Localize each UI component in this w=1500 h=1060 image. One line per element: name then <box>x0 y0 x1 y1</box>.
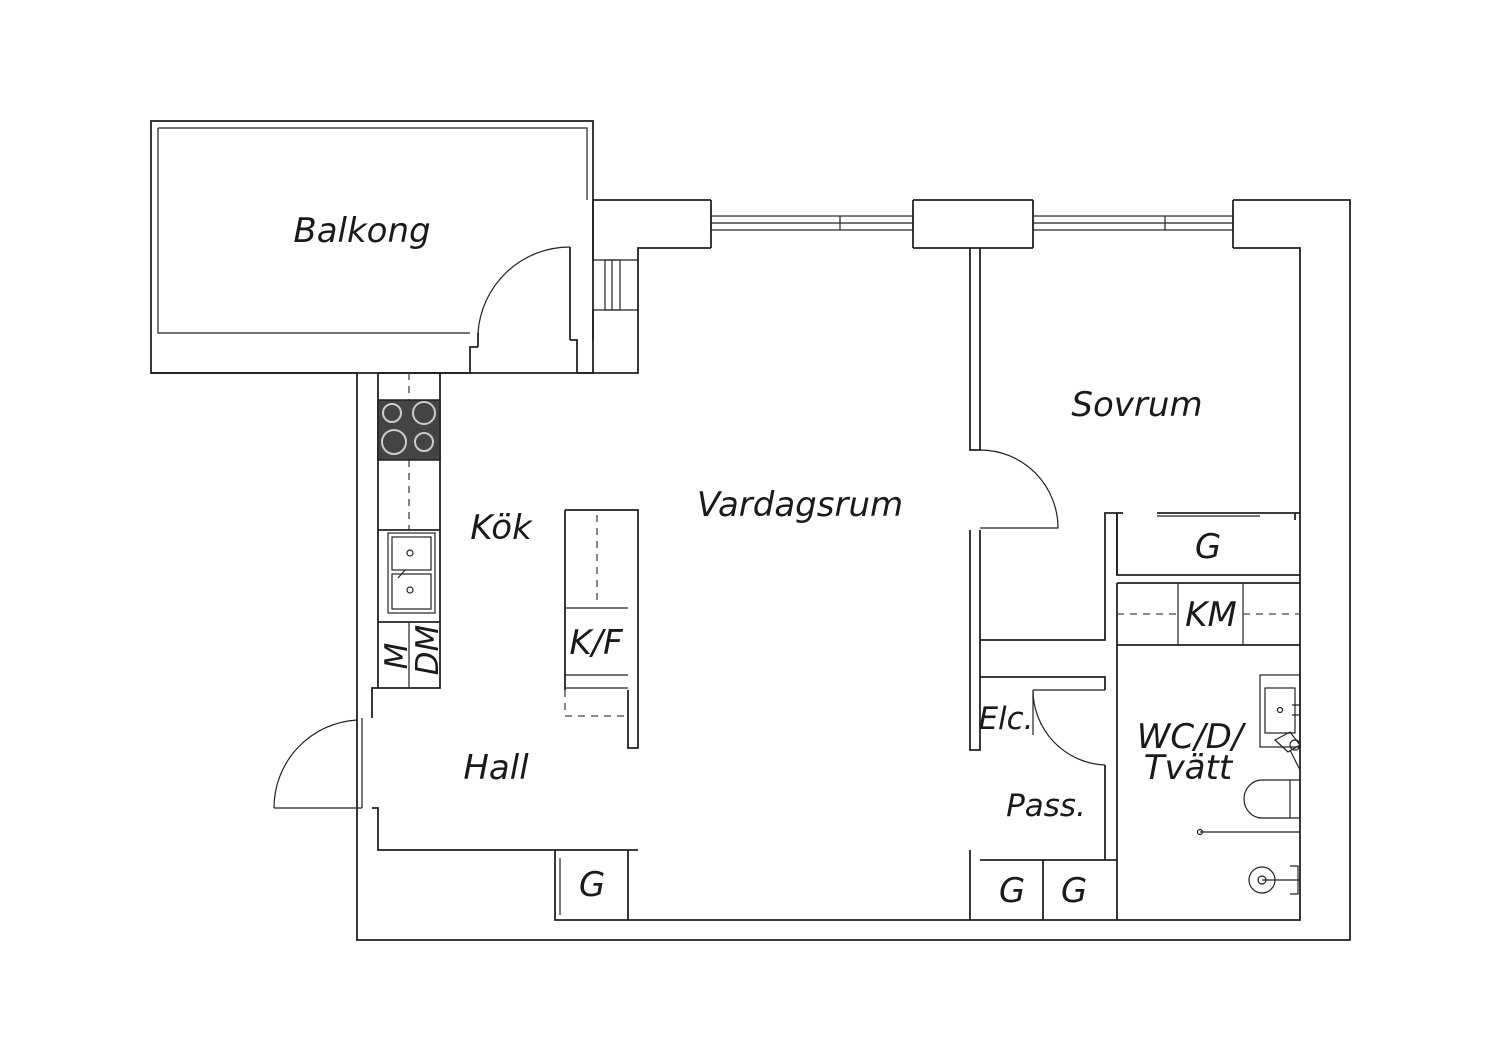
fixture-label-dm: DM <box>410 625 446 676</box>
fixture-label-g-bedroom: G <box>1195 527 1221 567</box>
fixture-label-g-pass-1: G <box>999 871 1025 911</box>
kitchen <box>377 372 639 920</box>
balcony-door <box>477 246 571 347</box>
toilet <box>1243 779 1301 819</box>
room-label-hall: Hall <box>463 748 529 788</box>
room-label-kok: Kök <box>470 508 533 548</box>
room-label-sovrum: Sovrum <box>1071 385 1202 425</box>
fixture-label-km: KM <box>1185 595 1237 635</box>
bathroom-fixtures <box>1196 674 1301 895</box>
fixture-label-kf: K/F <box>569 623 623 663</box>
room-label-balkong: Balkong <box>293 211 430 251</box>
fixture-label-elc: Elc. <box>978 701 1033 737</box>
interior-walls <box>969 248 1300 920</box>
sink <box>387 532 436 614</box>
room-label-pass: Pass. <box>1006 788 1086 824</box>
room-label-wc-line2: Tvätt <box>1144 748 1234 788</box>
entrance-door <box>273 718 363 809</box>
fixture-label-m: M <box>379 643 415 670</box>
fixture-label-g-pass-2: G <box>1061 871 1087 911</box>
washbasin <box>1259 674 1301 748</box>
room-label-vardagsrum: Vardagsrum <box>697 485 903 525</box>
fixture-label-g-hall: G <box>579 865 605 905</box>
window-living <box>710 200 914 248</box>
window-bedroom <box>1032 200 1234 248</box>
room-label-wc-line1: WC/D/ <box>1137 717 1247 757</box>
outer-walls <box>151 199 1351 941</box>
